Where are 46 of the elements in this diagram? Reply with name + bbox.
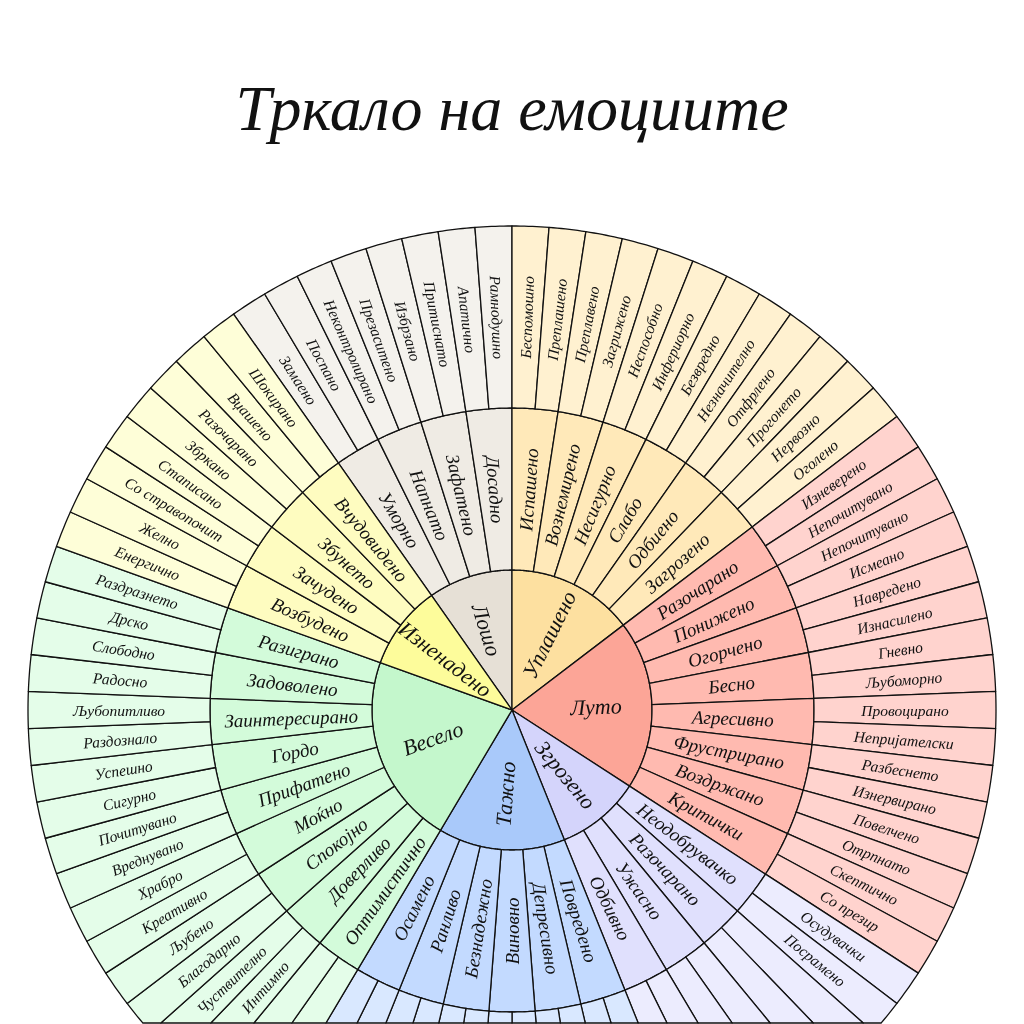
wheel-segment bbox=[557, 1003, 586, 1024]
title: Тркало на емоциите bbox=[235, 72, 789, 146]
emotion-label: Бесно bbox=[707, 671, 756, 698]
wheel-segment bbox=[685, 942, 771, 1024]
emotion-label: Радосно bbox=[92, 669, 148, 691]
emotion-label: Гордо bbox=[269, 737, 321, 767]
emotion-label: Испашено bbox=[515, 447, 543, 532]
emotion-label: Апатично bbox=[454, 285, 480, 354]
wheel-segment bbox=[645, 968, 699, 1024]
emotion-label: Раздознало bbox=[82, 728, 158, 752]
emotion-label: Весело bbox=[399, 716, 467, 761]
emotion-label: Љубопитливо bbox=[72, 701, 166, 719]
wheel-segment bbox=[356, 980, 400, 1024]
wheel-segment bbox=[385, 989, 422, 1024]
wheel-segment bbox=[511, 1010, 537, 1024]
wheel-segment bbox=[602, 989, 639, 1024]
emotion-label: Успешно bbox=[93, 757, 154, 783]
emotion-label: Заинтересирано bbox=[224, 705, 359, 732]
emotion-label: Непријателски bbox=[853, 727, 955, 753]
emotion-label: Слободно bbox=[91, 636, 157, 664]
emotion-label: Луто bbox=[569, 693, 623, 721]
emotion-label: Преплавено bbox=[571, 284, 603, 364]
wheel-segment bbox=[474, 225, 513, 410]
emotion-label: Дрско bbox=[108, 607, 151, 634]
emotion-label: Гневно bbox=[876, 638, 924, 662]
emotion-label: Рамнодушно bbox=[486, 275, 508, 360]
wheel-segment bbox=[325, 968, 379, 1024]
emotion-label: Агресивно bbox=[691, 706, 775, 731]
wheel-segment bbox=[487, 1010, 513, 1024]
emotion-label: Провоцирано bbox=[861, 701, 949, 719]
emotion-label: Разбеснето bbox=[860, 755, 940, 785]
emotion-label: Сигурно bbox=[101, 785, 158, 814]
emotion-label: Задоволено bbox=[245, 669, 339, 701]
emotion-label: Тажно bbox=[490, 760, 521, 828]
emotion-label: Преплашено bbox=[543, 277, 571, 362]
emotion-label: Љубоморно bbox=[864, 668, 943, 692]
emotion-label: Виновно bbox=[501, 897, 523, 965]
wheel-segment bbox=[665, 956, 733, 1024]
emotion-label: Безнадежно bbox=[460, 877, 497, 980]
wheel-segment bbox=[438, 1003, 467, 1024]
wheel-segment bbox=[291, 956, 359, 1024]
emotion-label: Беспомошно bbox=[517, 275, 538, 359]
wheel-segment bbox=[580, 997, 612, 1024]
wheel-segment bbox=[412, 997, 444, 1024]
wheel-segment bbox=[624, 980, 668, 1024]
emotion-label: Досадно bbox=[482, 455, 509, 525]
